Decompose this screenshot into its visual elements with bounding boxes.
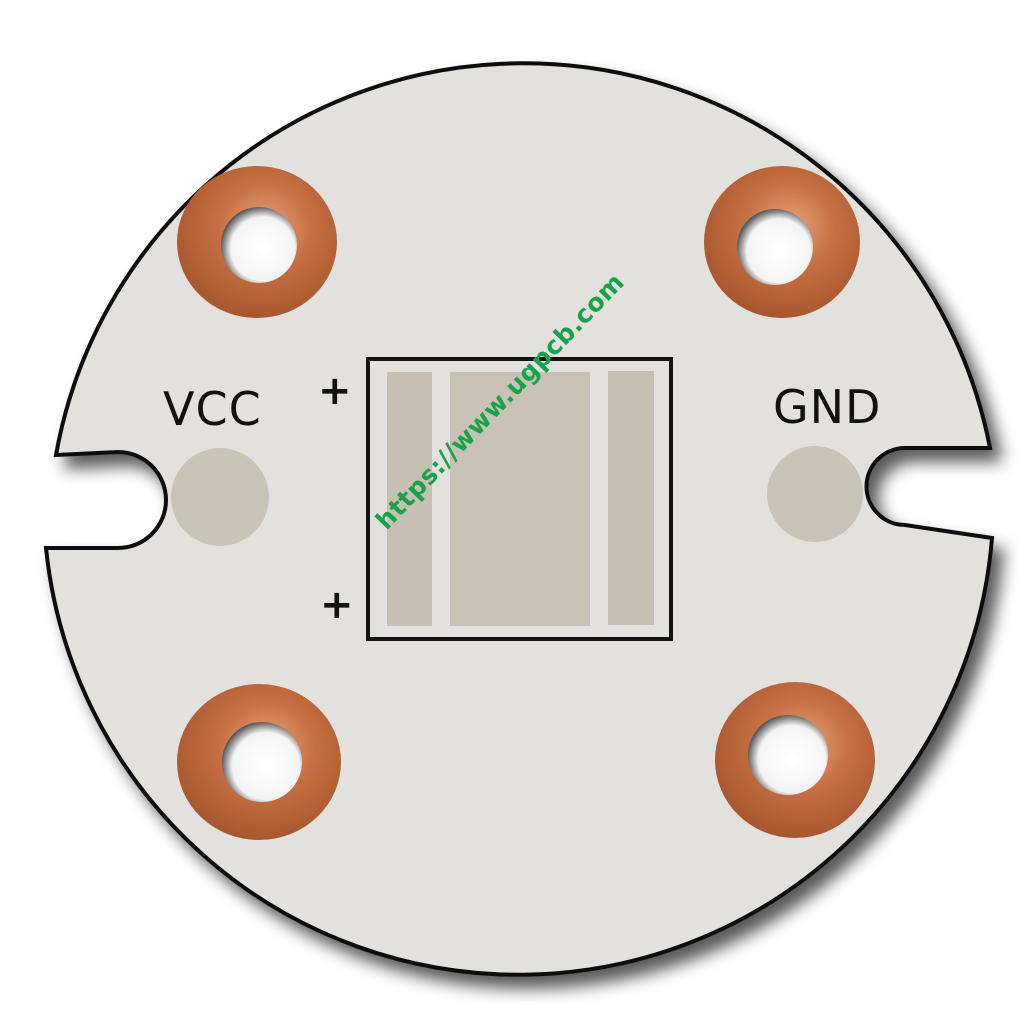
vcc-pad <box>171 448 269 546</box>
led-footprint-outline <box>366 357 673 641</box>
mounting-hole-top-right <box>704 166 860 318</box>
mounting-hole-bottom-left <box>177 684 341 840</box>
left-strip-pad <box>387 372 432 626</box>
plus-sign-top: + <box>318 368 352 414</box>
mounting-hole-top-left <box>177 166 337 318</box>
right-strip-pad <box>608 371 654 625</box>
vcc-label: VCC <box>163 382 262 436</box>
plus-sign-bottom: + <box>320 582 354 628</box>
gnd-label: GND <box>773 380 882 434</box>
center-thermal-pad <box>450 372 590 626</box>
gnd-pad <box>767 446 863 542</box>
mounting-hole-bottom-right <box>715 682 875 838</box>
